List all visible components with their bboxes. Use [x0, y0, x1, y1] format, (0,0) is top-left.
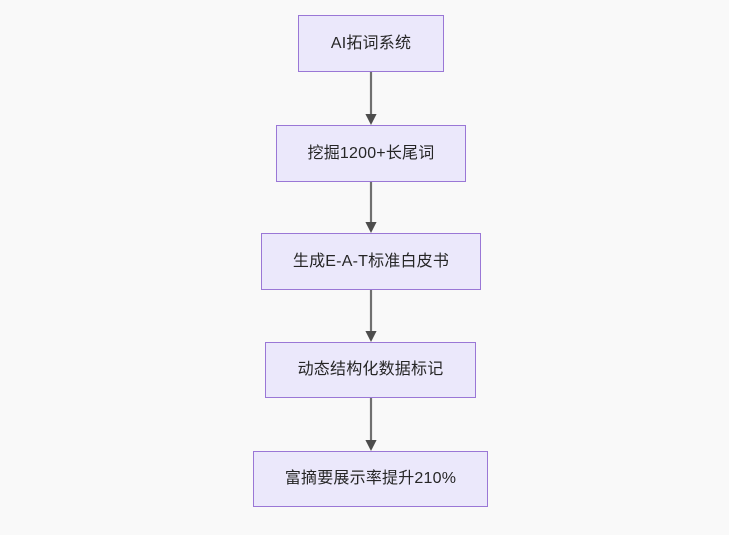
- flow-node-label: 动态结构化数据标记: [297, 361, 444, 379]
- arrow-icon: [365, 290, 377, 342]
- flow-node-label: AI拓词系统: [330, 34, 412, 52]
- flow-node-label: 生成E-A-T标准白皮书: [292, 252, 450, 270]
- flow-node-mine-longtail-keywords[interactable]: 挖掘1200+长尾词: [276, 125, 466, 182]
- flow-node-ai-keyword-system[interactable]: AI拓词系统: [298, 15, 444, 72]
- flow-node-generate-eat-whitepaper[interactable]: 生成E-A-T标准白皮书: [261, 233, 481, 290]
- arrow-icon: [365, 398, 377, 451]
- flow-node-rich-snippet-rate-increase[interactable]: 富摘要展示率提升210%: [253, 451, 488, 507]
- arrow-icon: [365, 182, 377, 233]
- flow-node-label: 挖掘1200+长尾词: [307, 144, 435, 162]
- arrow-icon: [365, 72, 377, 125]
- edge-node-1-to-node-2: [358, 72, 384, 125]
- edge-node-4-to-node-5: [358, 398, 384, 451]
- edge-node-3-to-node-4: [358, 290, 384, 342]
- edge-node-2-to-node-3: [358, 182, 384, 233]
- flow-node-dynamic-structured-data-markup[interactable]: 动态结构化数据标记: [265, 342, 476, 398]
- flow-node-label: 富摘要展示率提升210%: [284, 470, 457, 488]
